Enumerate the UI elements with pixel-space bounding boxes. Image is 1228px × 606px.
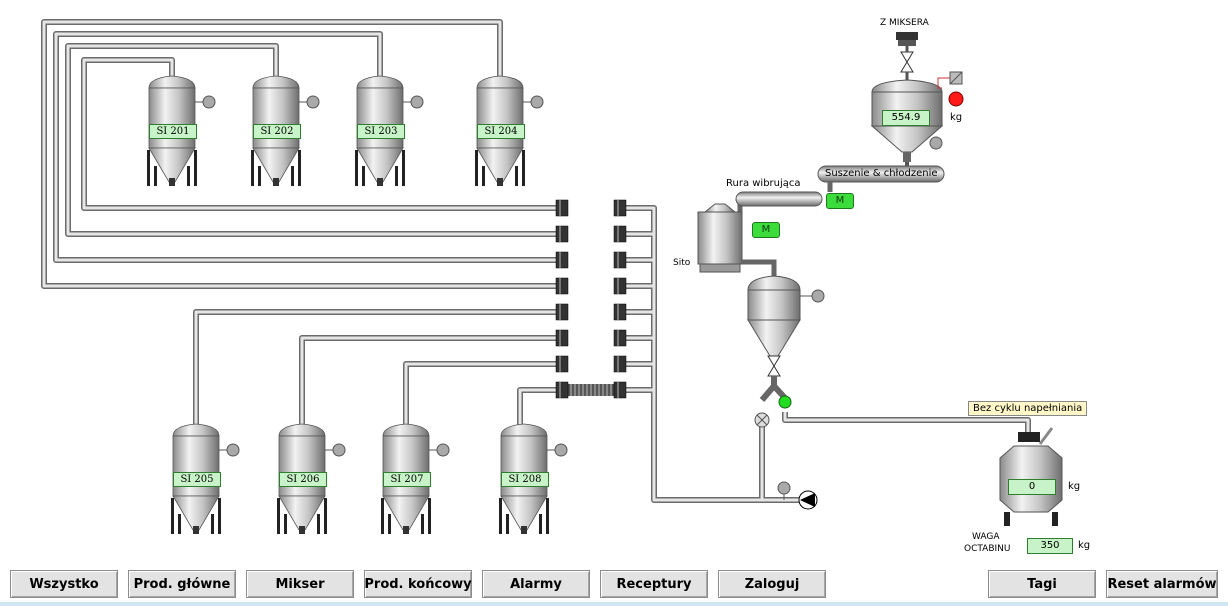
window-bottom-edge: [0, 602, 1228, 606]
flex-hose: [566, 384, 618, 396]
silo-label-si207: SI 207: [383, 472, 431, 487]
manifold-right: [613, 199, 627, 399]
octabin-weight-value: 0: [1008, 479, 1056, 495]
buffer-hopper[interactable]: [747, 275, 825, 377]
reset-alarms-button[interactable]: Reset alarmów: [1106, 570, 1218, 598]
hopper-alarm-lamp: [948, 91, 964, 107]
valve-open-indicator: [778, 395, 792, 409]
drying-cooling-label[interactable]: Suszenie & chłodzenie: [825, 168, 938, 179]
diverter-valve[interactable]: [754, 376, 788, 428]
pump[interactable]: [777, 481, 818, 510]
mixer-inlet: [896, 32, 918, 82]
octabin-scale-label-2: OCTABINU: [964, 544, 1011, 554]
level-switch-icon: [937, 71, 963, 89]
hopper-weight-unit: kg: [950, 112, 963, 123]
octabin-scale-label-1: WAGA: [972, 532, 1000, 542]
silo-label-si201: SI 201: [149, 124, 197, 139]
sieve-motor[interactable]: M: [752, 222, 780, 238]
tags-button[interactable]: Tagi: [988, 570, 1096, 598]
silo-label-si205: SI 205: [173, 472, 221, 487]
sieve[interactable]: [697, 203, 777, 278]
sieve-label: Sito: [673, 258, 691, 268]
hopper-weight-value: 554.9: [882, 110, 930, 126]
octabin-weight-unit: kg: [1068, 481, 1081, 492]
silo-label-si208: SI 208: [501, 472, 549, 487]
octabin[interactable]: [999, 427, 1063, 526]
final-product-button[interactable]: Prod. końcowy: [364, 570, 472, 598]
vibrating-tube[interactable]: [735, 182, 833, 212]
silo-label-si203: SI 203: [357, 124, 405, 139]
login-button[interactable]: Zaloguj: [718, 570, 826, 598]
manifold-left: [555, 199, 569, 399]
alarms-button[interactable]: Alarmy: [482, 570, 590, 598]
main-product-button[interactable]: Prod. główne: [128, 570, 236, 598]
fill-status-note: Bez cyklu napełniania: [968, 401, 1088, 416]
mixer-inlet-label: Z MIKSERA: [880, 18, 929, 28]
vibrating-tube-motor[interactable]: M: [826, 193, 854, 209]
silo-label-si204: SI 204: [477, 124, 525, 139]
silo-label-si202: SI 202: [253, 124, 301, 139]
silo-label-si206: SI 206: [279, 472, 327, 487]
vibrating-tube-label: Rura wibrująca: [726, 178, 801, 189]
octabin-setpoint-unit: kg: [1078, 540, 1091, 551]
mixer-button[interactable]: Mikser: [246, 570, 354, 598]
recipes-button[interactable]: Receptury: [600, 570, 708, 598]
drying-tube[interactable]: [817, 162, 945, 183]
octabin-setpoint-field[interactable]: 350: [1027, 538, 1073, 554]
all-button[interactable]: Wszystko: [10, 570, 118, 598]
